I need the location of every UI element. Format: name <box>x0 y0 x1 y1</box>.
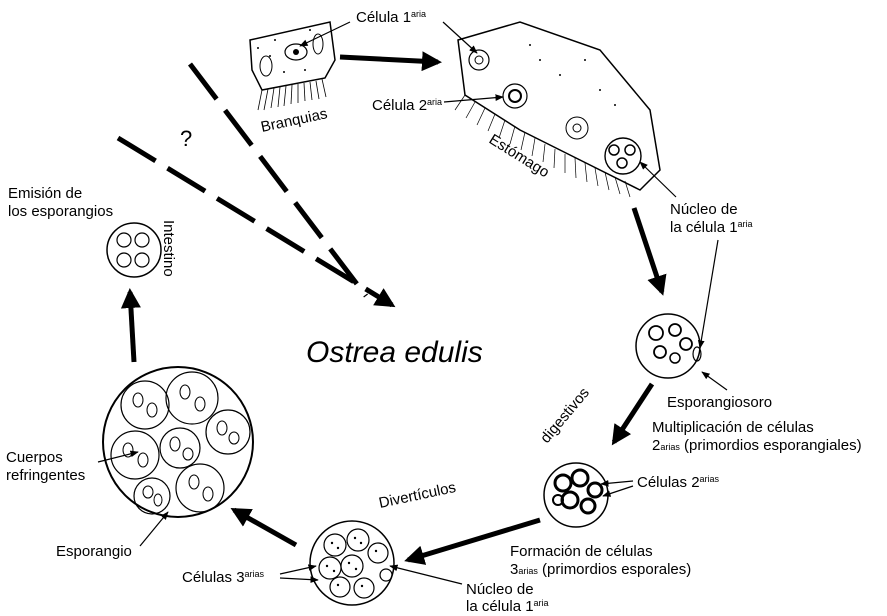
label-celulas-2: Células 2arias <box>637 474 720 491</box>
esporangiosoro-illustration <box>636 314 701 378</box>
organ-label-branquias: Branquias <box>259 105 329 136</box>
label-nucleo-bottom: Núcleo de <box>466 581 534 598</box>
stomach-tissue-illustration <box>455 22 660 197</box>
dashed-path-lower <box>118 138 392 305</box>
label-nucleo-bottom-line2: la célula 1aria <box>466 598 549 615</box>
emision-esporangios-illustration <box>107 223 161 277</box>
diagram-title: Ostrea edulis <box>306 336 483 369</box>
arrow-gill-to-stomach <box>340 57 438 62</box>
arrow-esporangiosoro-to-multiplicacion <box>614 384 652 442</box>
label-multiplicacion-line1: Multiplicación de células <box>652 419 814 436</box>
arrow-formacion-to-esporangio <box>234 510 296 545</box>
label-emision-line2: los esporangios <box>8 203 113 220</box>
arrow-stomach-to-esporangiosoro <box>634 208 662 292</box>
question-mark: ? <box>180 126 192 151</box>
label-esporangio: Esporangio <box>56 543 132 560</box>
label-formacion-line2: 3arias (primordios esporales) <box>510 561 691 578</box>
label-multiplicacion-line2: 2arias (primordios esporangiales) <box>652 437 862 454</box>
label-nucleo-top: Núcleo de <box>670 201 738 218</box>
label-formacion-line1: Formación de células <box>510 543 653 560</box>
dashed-infection-paths <box>118 64 392 305</box>
organ-label-diverticulos: Divertículos <box>377 479 457 512</box>
label-esporangiosoro: Esporangiosoro <box>667 394 772 411</box>
label-nucleo-top-line2: la célula 1aria <box>670 219 753 236</box>
esporangio-illustration <box>103 367 253 517</box>
label-celula-2: Célula 2aria <box>372 97 442 114</box>
dashed-path-upper <box>190 64 366 296</box>
label-cuerpos-line1: Cuerpos <box>6 449 63 466</box>
primordios-esporales-illustration <box>310 521 394 605</box>
organ-label-digestivos: digestivos <box>537 385 593 447</box>
primordios-esporangiales-illustration <box>544 463 608 527</box>
label-emision-line1: Emisión de <box>8 185 82 202</box>
label-celulas-3: Células 3arias <box>182 569 265 586</box>
label-cuerpos-line2: refringentes <box>6 467 85 484</box>
label-celula-1-top: Célula 1aria <box>356 9 426 26</box>
arrow-esporangio-to-emision <box>130 292 134 362</box>
organ-label-intestino: Intestino <box>160 220 177 277</box>
